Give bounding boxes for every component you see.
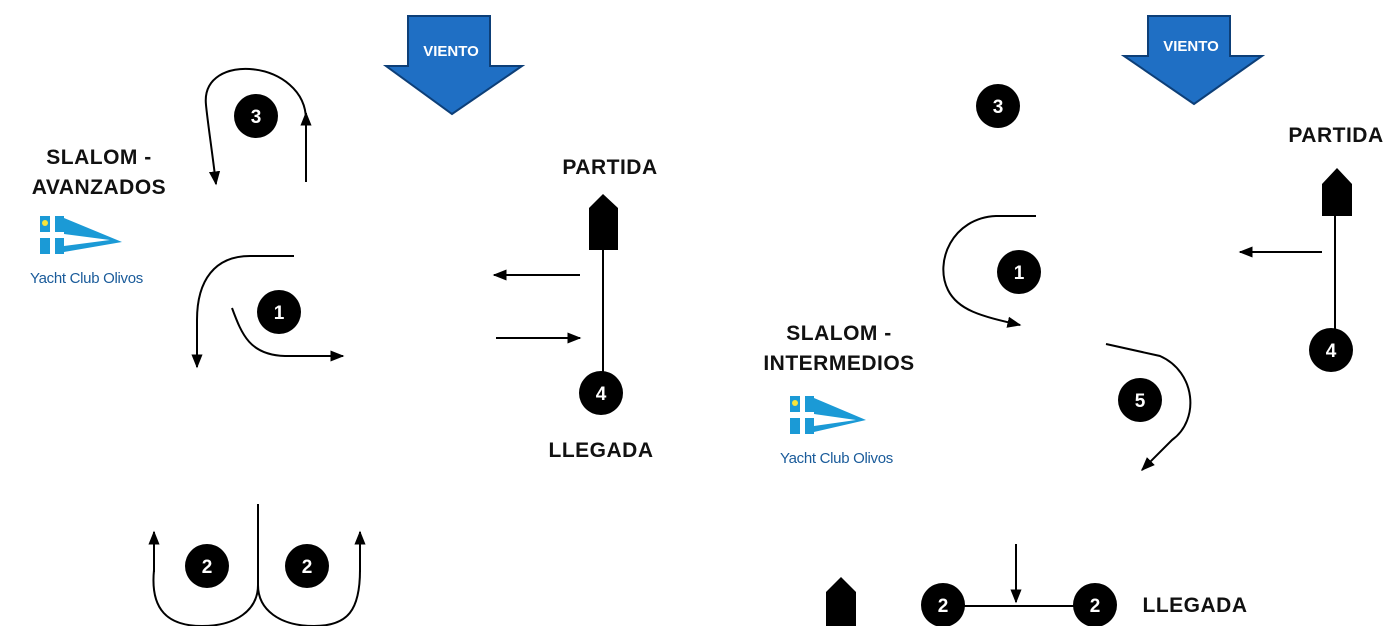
club-logo-right	[790, 396, 866, 434]
mark-4-label: 4	[1326, 341, 1337, 362]
mark-1-label: 1	[1014, 263, 1025, 284]
mark-2a: 2	[921, 583, 965, 626]
course-title-line1: SLALOM -	[46, 146, 152, 169]
mark-1: 1	[997, 250, 1041, 294]
start-flag-marker	[1322, 168, 1352, 216]
start-label: PARTIDA	[1288, 124, 1384, 147]
finish-flag-marker	[826, 577, 856, 626]
mark-2b: 2	[285, 544, 329, 588]
wind-label: VIENTO	[423, 43, 479, 60]
right-course: VIENTO 3 1 5 4	[790, 15, 1353, 626]
mark-3-label: 3	[251, 107, 262, 128]
mark-1-path	[942, 215, 1036, 328]
mark-2-path	[148, 504, 366, 626]
mark-4-label: 4	[596, 384, 607, 405]
start-finish-left: 4	[492, 194, 623, 415]
club-name: Yacht Club Olivos	[30, 270, 144, 287]
club-name: Yacht Club Olivos	[780, 450, 894, 467]
wind-label: VIENTO	[1163, 38, 1219, 55]
left-course: VIENTO 3 1 4	[40, 15, 623, 626]
course-title-line2: AVANZADOS	[31, 176, 167, 199]
mark-1: 1	[257, 290, 301, 334]
star-icon	[42, 220, 48, 226]
star-icon	[792, 400, 798, 406]
mark-3-path	[204, 67, 312, 186]
mark-1-path	[191, 255, 345, 369]
mark-2a-label: 2	[938, 596, 949, 617]
start-label: PARTIDA	[562, 156, 658, 179]
finish-label: LLEGADA	[1142, 594, 1248, 617]
start-right: 4	[1238, 168, 1353, 372]
mark-2b: 2	[1073, 583, 1117, 626]
mark-2b-label: 2	[302, 557, 313, 578]
mark-5: 5	[1118, 378, 1162, 422]
start-flag-marker	[589, 194, 618, 250]
finish-label: LLEGADA	[548, 439, 654, 462]
mark-3: 3	[976, 84, 1020, 128]
mark-4: 4	[579, 371, 623, 415]
mark-4: 4	[1309, 328, 1353, 372]
mark-3: 3	[234, 94, 278, 138]
finish-right: 2 2	[826, 544, 1117, 626]
mark-5-label: 5	[1135, 391, 1146, 412]
mark-3-label: 3	[993, 97, 1004, 118]
mark-2a-label: 2	[202, 557, 213, 578]
course-title-line1: SLALOM -	[786, 322, 892, 345]
mark-1-label: 1	[274, 303, 285, 324]
mark-2b-label: 2	[1090, 596, 1101, 617]
wind-arrow-right: VIENTO	[1120, 15, 1266, 106]
course-title-line2: INTERMEDIOS	[763, 352, 915, 375]
club-logo-left	[40, 216, 122, 254]
mark-2a: 2	[185, 544, 229, 588]
wind-arrow-left: VIENTO	[382, 15, 526, 116]
mark-5-path	[1105, 343, 1192, 471]
